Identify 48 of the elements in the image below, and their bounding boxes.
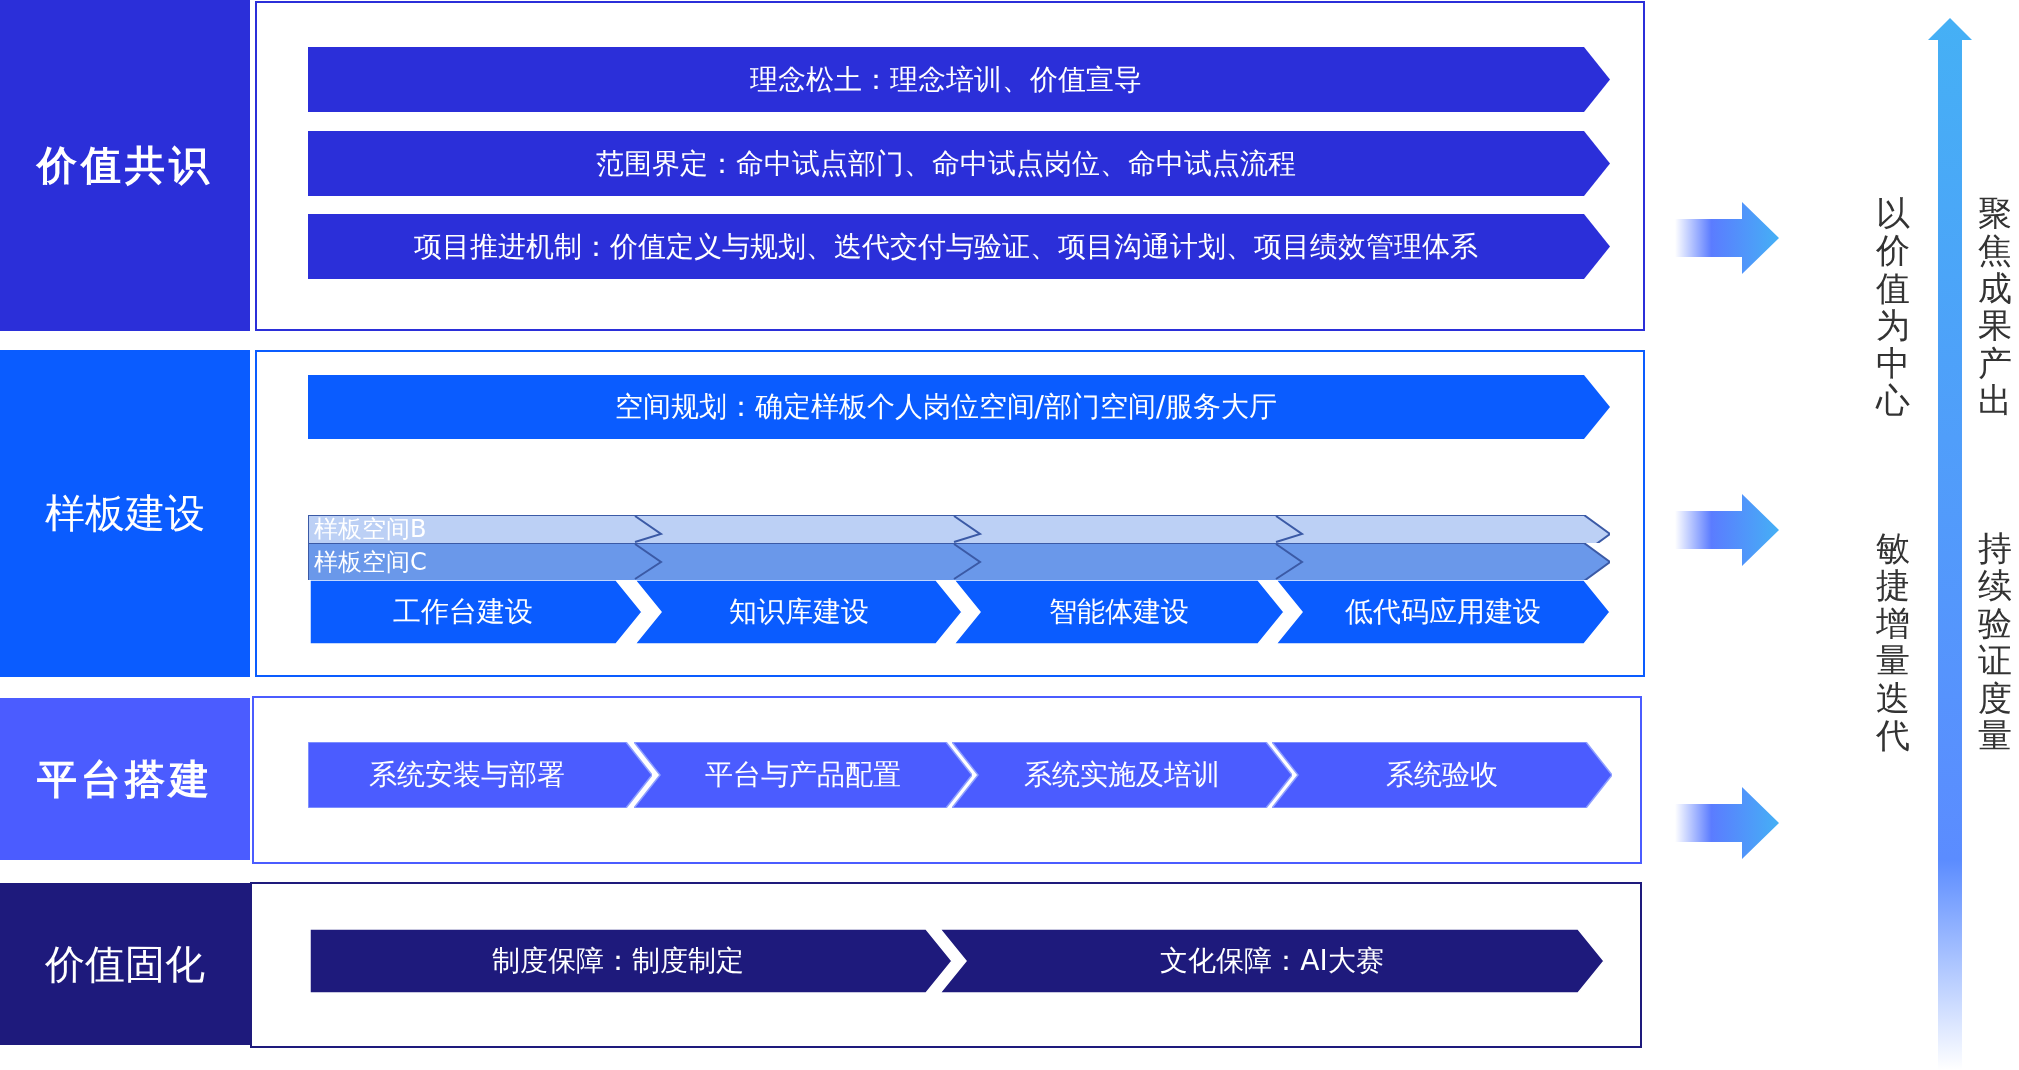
step-banner (954, 580, 1284, 644)
chevron-label: 制度保障：制度制定 (492, 943, 744, 979)
stage-title: 平台搭建 (37, 754, 213, 804)
chevron-label: 平台与产品配置 (705, 757, 901, 793)
stage-label (0, 350, 250, 677)
step-banner (940, 929, 1604, 993)
step-banner (310, 580, 642, 644)
layer-band (308, 515, 1610, 543)
process-banner (308, 214, 1610, 279)
stage-label (0, 883, 250, 1045)
stage-panel (250, 882, 1642, 1048)
vertical-label: 持续验证度量 (1978, 530, 2012, 755)
chevron-label: 智能体建设 (1049, 594, 1189, 630)
chevron-label: 低代码应用建设 (1345, 594, 1541, 630)
step-banner (308, 742, 652, 808)
stage-panel (255, 350, 1645, 677)
chevron-label: 系统实施及培训 (1024, 757, 1220, 793)
stage-title: 价值固化 (45, 939, 205, 989)
stage-panel (252, 696, 1642, 864)
step-banner (634, 742, 972, 808)
chevron-label: 理念松土：理念培训、价值宣导 (750, 61, 1142, 98)
layer-label: 样板空间B (314, 517, 427, 541)
step-banner (1272, 742, 1612, 808)
step-banner (1276, 580, 1610, 644)
chevron-label: 系统验收 (1386, 757, 1498, 793)
layer-label: 样板空间C (314, 549, 427, 574)
chevron-label: 文化保障：AI大赛 (1160, 943, 1384, 979)
vertical-label: 聚焦成果产出 (1978, 195, 2012, 420)
chevron-label: 空间规划：确定样板个人岗位空间/部门空间/服务大厅 (614, 389, 1278, 425)
chevron-label: 范围界定：命中试点部门、命中试点岗位、命中试点流程 (596, 145, 1296, 182)
process-banner (308, 131, 1610, 196)
step-banner (635, 580, 962, 644)
chevron-label: 项目推进机制：价值定义与规划、迭代交付与验证、项目沟通计划、项目绩效管理体系 (414, 228, 1478, 265)
process-banner (308, 47, 1610, 112)
stage-label (0, 0, 250, 331)
stage-title: 价值共识 (37, 141, 213, 190)
stage-title: 样板建设 (45, 489, 205, 538)
chevron-label: 工作台建设 (393, 594, 533, 630)
vertical-label: 以价值为中心 (1876, 195, 1910, 420)
vertical-label: 敏捷增量迭代 (1876, 530, 1910, 755)
process-banner (308, 375, 1610, 439)
chevron-label: 知识库建设 (728, 594, 869, 630)
layer-band (308, 543, 1610, 580)
chevron-label: 系统安装与部署 (369, 757, 565, 793)
step-banner (952, 742, 1292, 808)
stage-label (0, 698, 250, 860)
stage-panel (255, 1, 1645, 331)
step-banner (310, 929, 952, 993)
